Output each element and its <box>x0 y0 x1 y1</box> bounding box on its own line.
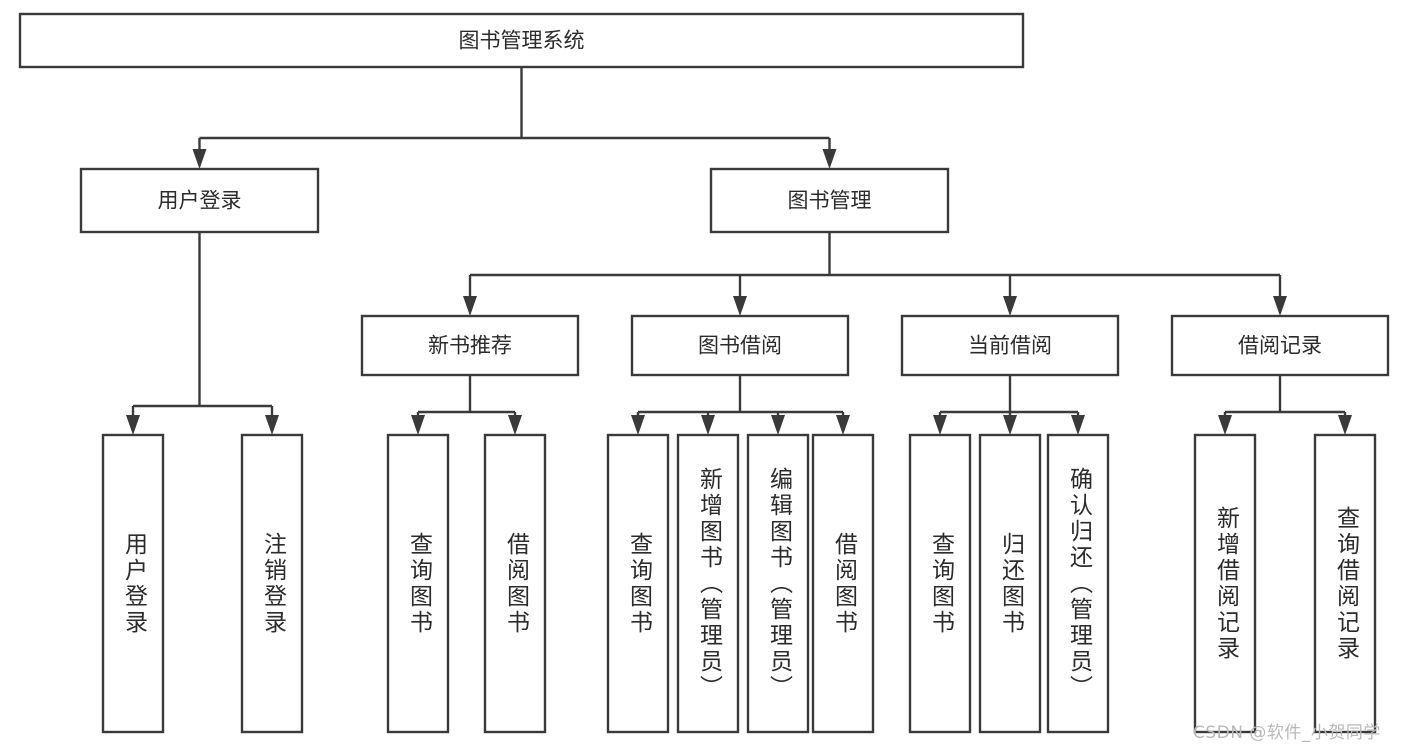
node-box-leaf-11[interactable] <box>1193 433 1257 734</box>
csdn-watermark: CSDN @软件_小贺同学 <box>1193 723 1381 743</box>
node-box-level2-3[interactable] <box>1170 314 1390 377</box>
node-box-level2-1[interactable] <box>630 314 850 377</box>
node-box-leaf-12[interactable] <box>1313 433 1377 734</box>
node-label-root: 图书管理系统 <box>459 29 585 53</box>
arrow-head-icon <box>508 415 522 435</box>
node-box-leaf-10[interactable] <box>1046 433 1110 734</box>
arrow-head-icon <box>1071 415 1085 435</box>
node-box-leaf-1[interactable] <box>240 433 304 734</box>
arrow-head-icon <box>1273 296 1287 316</box>
connector-layer <box>126 67 1352 435</box>
node-label-level1-0: 用户登录 <box>158 189 242 213</box>
arrow-head-icon <box>836 415 850 435</box>
node-box-root[interactable] <box>18 12 1025 69</box>
node-box-leaf-0[interactable] <box>101 433 165 734</box>
arrow-head-icon <box>1003 296 1017 316</box>
arrow-head-icon <box>463 296 477 316</box>
node-label-level2-2: 当前借阅 <box>968 334 1052 358</box>
node-box-leaf-2[interactable] <box>386 433 450 734</box>
arrow-head-icon <box>701 415 715 435</box>
node-box-leaf-8[interactable] <box>908 433 972 734</box>
arrow-head-icon <box>126 415 140 435</box>
node-box-leaf-7[interactable] <box>811 433 875 734</box>
arrow-head-icon <box>1338 415 1352 435</box>
node-box-leaf-6[interactable] <box>746 433 810 734</box>
node-label-level1-1: 图书管理 <box>788 189 872 213</box>
arrow-head-icon <box>933 415 947 435</box>
node-box-level1-1[interactable] <box>709 167 950 234</box>
node-box-level2-2[interactable] <box>900 314 1120 377</box>
arrow-head-icon <box>192 149 207 169</box>
node-label-level2-0: 新书推荐 <box>428 334 512 358</box>
node-box-leaf-3[interactable] <box>483 433 547 734</box>
arrow-head-icon <box>1003 415 1017 435</box>
node-box-leaf-9[interactable] <box>978 433 1042 734</box>
arrow-head-icon <box>733 296 747 316</box>
arrow-head-icon <box>265 415 279 435</box>
node-box-level1-0[interactable] <box>79 167 320 234</box>
arrow-head-icon <box>631 415 645 435</box>
arrow-head-icon <box>411 415 425 435</box>
node-label-level2-1: 图书借阅 <box>698 334 782 358</box>
node-box-leaf-5[interactable] <box>676 433 740 734</box>
arrow-head-icon <box>822 149 837 169</box>
node-box-level2-0[interactable] <box>360 314 580 377</box>
arrow-head-icon <box>771 415 785 435</box>
node-box-leaf-4[interactable] <box>606 433 670 734</box>
arrow-head-icon <box>1218 415 1232 435</box>
node-label-level2-3: 借阅记录 <box>1238 334 1322 358</box>
box-layer <box>18 12 1390 734</box>
